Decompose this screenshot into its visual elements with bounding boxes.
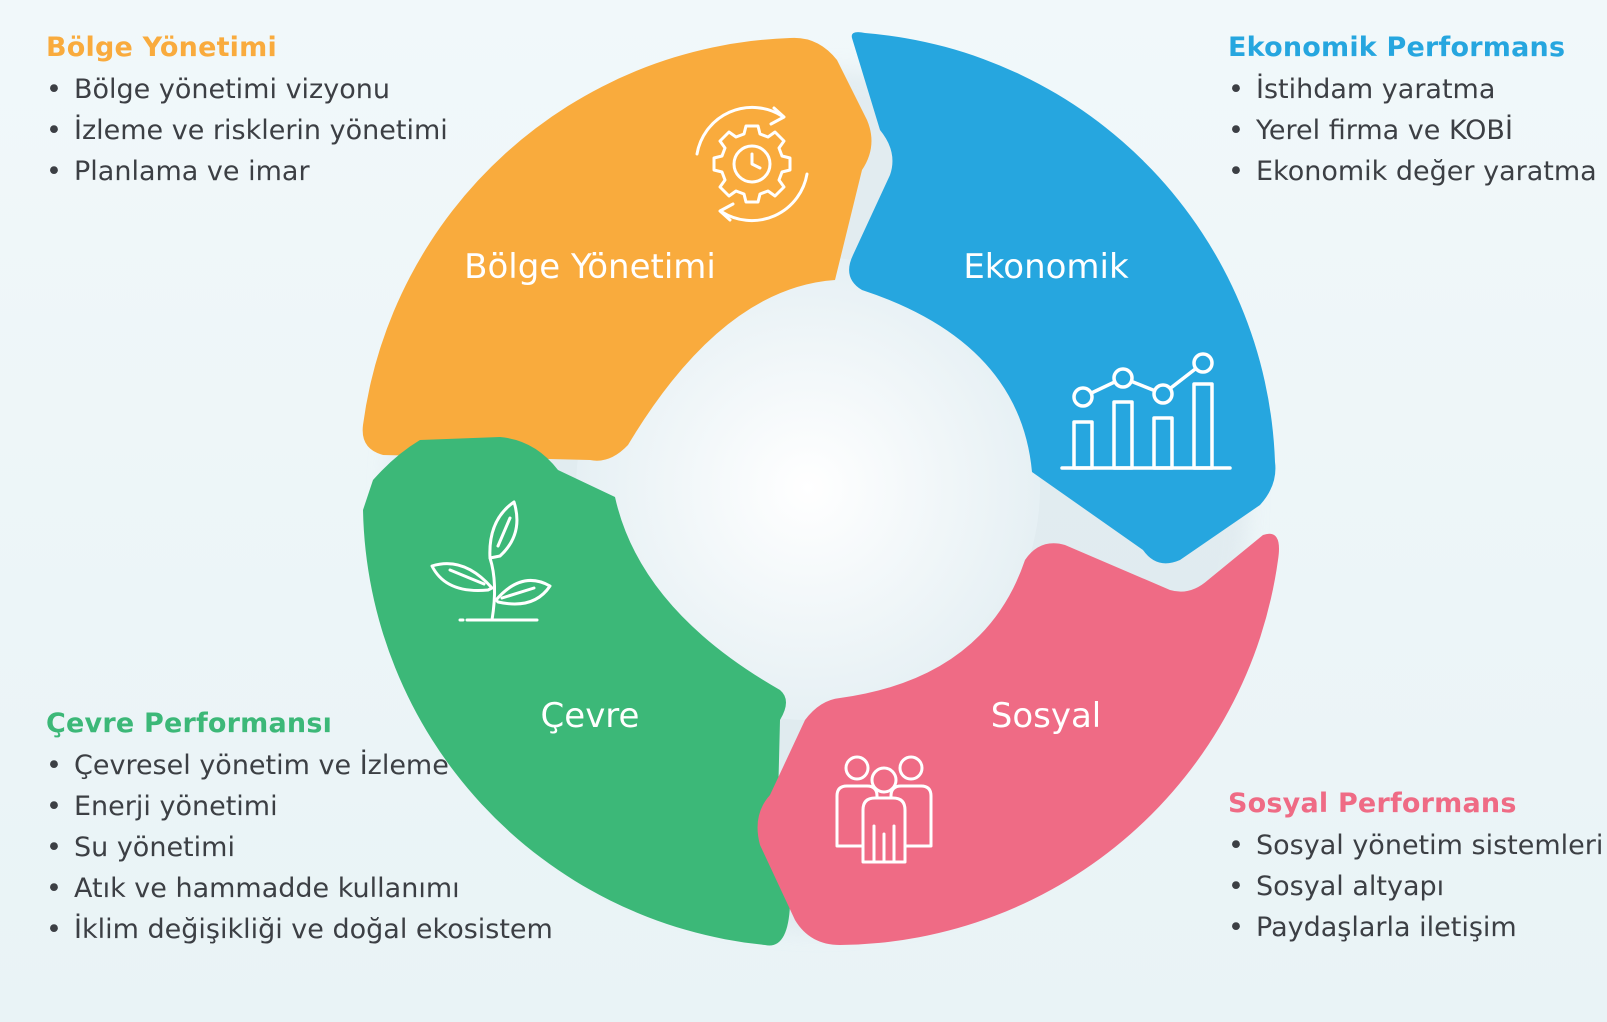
list-item: • Su yönetimi xyxy=(46,827,553,868)
bullet-dot: • xyxy=(1228,115,1244,146)
segment-bolge-yonetimi[interactable] xyxy=(362,37,872,461)
list-item-text: Atık ve hammadde kullanımı xyxy=(74,873,460,904)
panel-sosyal-performans: Sosyal Performans • Sosyal yönetim sistem… xyxy=(1228,788,1603,948)
bullet-dot: • xyxy=(46,791,62,822)
panel-title-ekonomik: Ekonomik Performans xyxy=(1228,32,1566,63)
list-item-text: Enerji yönetimi xyxy=(74,791,278,822)
list-item: • Planlama ve imar xyxy=(46,151,448,192)
list-item: • Sosyal altyapı xyxy=(1228,866,1603,907)
list-item-text: Yerel firma ve KOBİ xyxy=(1256,115,1513,146)
segment-cevre[interactable] xyxy=(363,437,790,946)
list-item-text: Su yönetimi xyxy=(74,832,235,863)
panel-title-sosyal: Sosyal Performans xyxy=(1228,788,1517,819)
segment-label-bolge: Bölge Yönetimi xyxy=(464,247,716,287)
list-item-text: Sosyal altyapı xyxy=(1256,871,1445,902)
panel-list-cevre: • Çevresel yönetim ve İzleme • Enerji yönet… xyxy=(46,745,553,950)
plant-icon xyxy=(430,500,552,622)
bullet-dot: • xyxy=(46,156,62,187)
list-item: • Paydaşlarla iletişim xyxy=(1228,907,1603,948)
list-item: • İzleme ve risklerin yönetimi xyxy=(46,110,448,151)
bullet-dot: • xyxy=(46,832,62,863)
people-group-icon xyxy=(835,755,933,864)
list-item-text: Paydaşlarla iletişim xyxy=(1256,912,1517,943)
panel-list-sosyal: • Sosyal yönetim sistemleri • Sosyal altyap… xyxy=(1228,825,1603,948)
bullet-dot: • xyxy=(1228,156,1244,187)
list-item-text: Bölge yönetimi vizyonu xyxy=(74,74,390,105)
list-item-text: Planlama ve imar xyxy=(74,156,310,187)
ring-center xyxy=(576,256,1040,720)
bullet-dot: • xyxy=(1228,74,1244,105)
list-item-text: İklim değişikliği ve doğal ekosistem xyxy=(74,914,553,945)
panel-list-bolge: • Bölge yönetimi vizyonu • İzleme ve riskle… xyxy=(46,69,448,192)
list-item: • İstihdam yaratma xyxy=(1228,69,1597,110)
panel-ekonomik-performans: Ekonomik Performans • İstihdam yaratma • Ye… xyxy=(1228,32,1597,192)
bullet-dot: • xyxy=(46,115,62,146)
segment-label-sosyal: Sosyal xyxy=(991,696,1102,736)
bullet-dot: • xyxy=(46,750,62,781)
list-item-text: Sosyal yönetim sistemleri xyxy=(1256,830,1604,861)
list-item: • Ekonomik değer yaratma xyxy=(1228,151,1597,192)
gear-clock-icon xyxy=(695,105,809,223)
list-item-text: İzleme ve risklerin yönetimi xyxy=(74,115,448,146)
list-item-text: İstihdam yaratma xyxy=(1256,74,1496,105)
list-item: • İklim değişikliği ve doğal ekosistem xyxy=(46,909,553,950)
bullet-dot: • xyxy=(1228,912,1244,943)
list-item-text: Çevresel yönetim ve İzleme xyxy=(74,750,449,781)
list-item: • Bölge yönetimi vizyonu xyxy=(46,69,448,110)
list-item: • Sosyal yönetim sistemleri xyxy=(1228,825,1603,866)
panel-title-cevre: Çevre Performansı xyxy=(46,708,333,739)
bullet-dot: • xyxy=(46,74,62,105)
segment-label-ekonomik: Ekonomik xyxy=(963,247,1129,287)
panel-bolge-yonetimi: Bölge Yönetimi • Bölge yönetimi vizyonu • İ… xyxy=(46,32,448,192)
bullet-dot: • xyxy=(46,873,62,904)
segment-label-cevre: Çevre xyxy=(541,696,640,736)
panel-list-ekonomik: • İstihdam yaratma • Yerel firma ve KOBİ • Ek… xyxy=(1228,69,1597,192)
bullet-dot: • xyxy=(1228,830,1244,861)
list-item: • Yerel firma ve KOBİ xyxy=(1228,110,1597,151)
bullet-dot: • xyxy=(46,914,62,945)
panel-title-bolge: Bölge Yönetimi xyxy=(46,32,277,63)
list-item: • Çevresel yönetim ve İzleme xyxy=(46,745,553,786)
bullet-dot: • xyxy=(1228,871,1244,902)
list-item: • Atık ve hammadde kullanımı xyxy=(46,868,553,909)
segment-ekonomik[interactable] xyxy=(849,32,1276,564)
list-item-text: Ekonomik değer yaratma xyxy=(1256,156,1597,187)
panel-cevre-performansi: Çevre Performansı • Çevresel yönetim ve İ… xyxy=(46,708,553,950)
list-item: • Enerji yönetimi xyxy=(46,786,553,827)
bar-line-chart-icon xyxy=(1060,352,1232,470)
